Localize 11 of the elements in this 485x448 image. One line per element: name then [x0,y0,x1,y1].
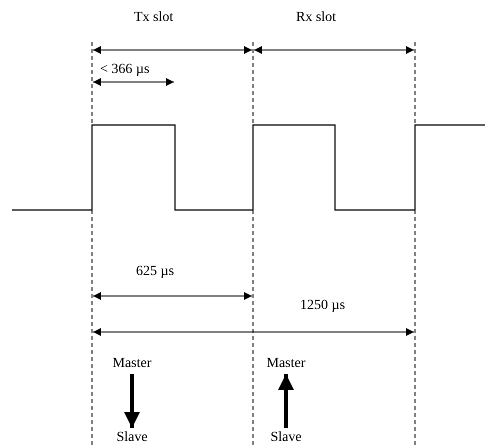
dimension-label: 625 µs [136,264,174,280]
role-label: Master [112,356,152,372]
dimension-label: < 366 µs [100,62,150,78]
arrow [124,374,140,428]
dimension-label: Tx slot [134,10,174,26]
dimension-label: Rx slot [296,10,336,26]
dimension-label: 1250 µs [300,298,346,314]
role-label: Slave [116,430,148,446]
role-label: Slave [270,430,302,446]
arrow [278,374,294,428]
role-label: Master [266,356,306,372]
